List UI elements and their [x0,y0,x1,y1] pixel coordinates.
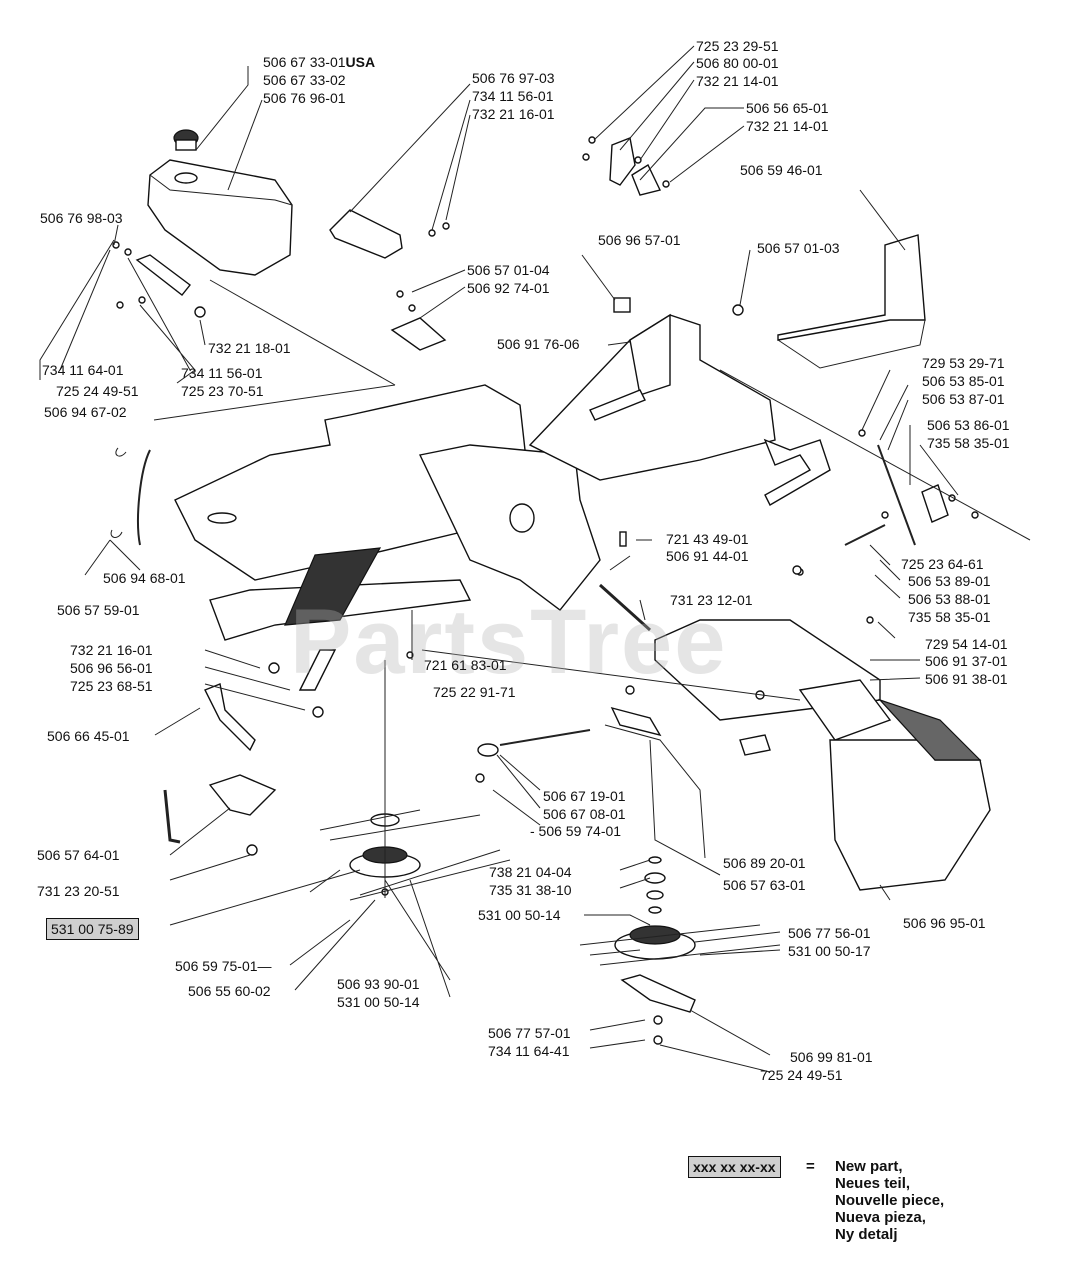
part-label: 506 89 20-01 [723,855,806,871]
part-label: 734 11 56-01 [472,88,554,104]
foot-plate [732,234,926,369]
part-label: 732 21 14-01 [746,118,829,134]
part-label: 725 24 49-51 [56,383,139,399]
part-label: 721 43 49-01 [666,531,749,547]
tension-spring [268,565,802,783]
part-label: 506 57 63-01 [723,877,806,893]
part-label: 506 67 33-01USA [263,54,376,70]
part-label: 506 59 46-01 [740,162,823,178]
lift-linkage [844,429,979,546]
leader-lines [39,45,1031,1073]
throttle-cable [110,447,151,546]
part-label: 725 24 49-51 [760,1067,843,1083]
part-label: 729 54 14-01 [925,636,1008,652]
part-label: 506 96 56-01 [70,660,153,676]
part-label: 721 61 83-01 [424,657,507,673]
part-label: 506 91 44-01 [666,548,749,564]
legend-line: Ny detalj [835,1226,898,1243]
part-label: 506 66 45-01 [47,728,130,744]
part-label: 506 57 64-01 [37,847,120,863]
legend-line: Nueva pieza, [835,1209,926,1226]
legend-line: New part, [835,1158,903,1175]
part-label: 506 96 57-01 [598,232,681,248]
mount-plates [582,136,670,196]
legend-line: Neues teil, [835,1175,911,1192]
part-label: 732 21 16-01 [70,642,153,658]
part-label: 531 00 50-17 [788,943,871,959]
part-label: 735 58 35-01 [908,609,991,625]
legend-text: New part, Neues teil, Nouvelle piece, Nu… [835,1158,944,1243]
part-label: 506 57 01-03 [757,240,840,256]
part-label: 725 23 29-51 [696,38,779,54]
part-label: 506 76 98-03 [40,210,123,226]
watermark: PartsTree [290,591,728,693]
part-label: 506 91 38-01 [925,671,1008,687]
part-label: 531 00 50-14 [337,994,420,1010]
part-label: 725 23 70-51 [181,383,264,399]
part-label: 506 99 81-01 [790,1049,873,1065]
part-label: 531 00 50-14 [478,907,561,923]
part-label: 734 11 56-01 [181,365,263,381]
part-label: 506 77 57-01 [488,1025,571,1041]
part-label: 738 21 04-04 [489,864,572,880]
part-label: 506 77 56-01 [788,925,871,941]
part-label: 506 96 95-01 [903,915,986,931]
part-label: 732 21 18-01 [208,340,291,356]
part-label: 506 80 00-01 [696,55,779,71]
part-label: 506 67 08-01 [543,806,626,822]
part-label: 725 23 64-61 [901,556,984,572]
part-label: 731 23 20-51 [37,883,120,899]
tank-bracket [112,241,206,318]
part-label: 506 94 67-02 [44,404,127,420]
part-label: 506 53 87-01 [922,391,1005,407]
part-label: 506 57 59-01 [57,602,140,618]
seat-bracket [329,209,450,259]
part-label: 506 76 96-01 [263,90,346,106]
part-label: - 506 59 74-01 [530,823,622,839]
part-label: 725 22 91-71 [433,684,516,700]
part-label: 506 91 76-06 [497,336,580,352]
part-label: 506 59 75-01— [175,958,272,974]
part-label: 506 93 90-01 [337,976,420,992]
part-label: 506 53 88-01 [908,591,991,607]
part-label: 506 57 01-04 [467,262,550,278]
front-cover [829,698,991,891]
legend-line: Nouvelle piece, [835,1192,945,1209]
part-label: 729 53 29-71 [922,355,1005,371]
part-label: 732 21 14-01 [696,73,779,89]
part-label: 506 91 37-01 [925,653,1008,669]
part-label: 734 11 64-41 [488,1043,570,1059]
part-label: 735 31 38-10 [489,882,572,898]
main-frame [174,313,831,691]
part-label: 734 11 64-01 [42,362,124,378]
fuel-tank [147,129,293,276]
part-label: 506 56 65-01 [746,100,829,116]
part-label: 506 67 33-02 [263,72,346,88]
part-label: 506 76 97-03 [472,70,555,86]
new-part-number-box: 531 00 75-89 [46,918,139,940]
part-label: 506 94 68-01 [103,570,186,586]
part-label: 506 53 86-01 [927,417,1010,433]
part-label: 735 58 35-01 [927,435,1010,451]
part-label: 506 55 60-02 [188,983,271,999]
part-label: 732 21 16-01 [472,106,555,122]
part-label: 506 67 19-01 [543,788,626,804]
part-label: 731 23 12-01 [670,592,753,608]
right-pulley-assembly [579,856,781,1045]
part-label: 506 53 85-01 [922,373,1005,389]
clip [390,290,631,351]
left-pulley-assembly [163,683,511,901]
part-label: 506 92 74-01 [467,280,550,296]
legend-box: xxx xx xx-xx [688,1156,781,1178]
part-label: 725 23 68-51 [70,678,153,694]
belt-guard [625,619,892,756]
legend-equals: = [806,1158,815,1175]
part-label: 506 53 89-01 [908,573,991,589]
